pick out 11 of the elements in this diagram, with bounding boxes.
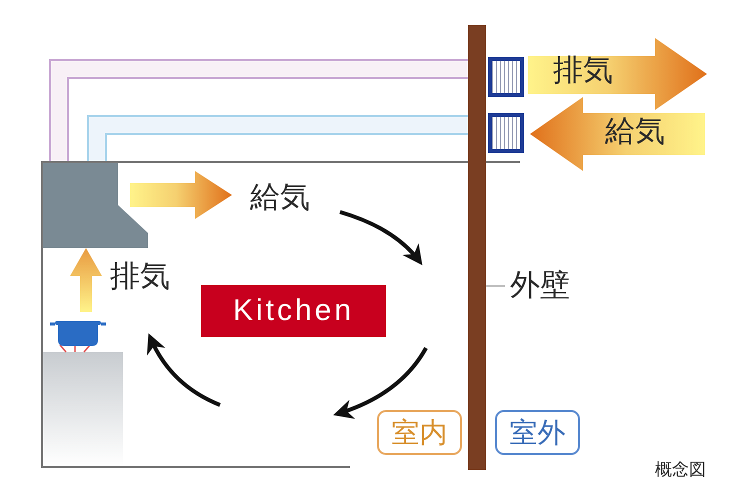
leader-line	[486, 285, 505, 287]
wall-label: 外壁	[505, 268, 575, 304]
outdoor-tag: 室外	[495, 410, 580, 455]
airflow-label: 排気	[110, 262, 170, 292]
title-banner: Kitchen	[201, 285, 386, 337]
airflow-label: 給気	[605, 117, 665, 147]
caption: 概念図	[655, 462, 706, 479]
exterior-wall	[468, 25, 486, 470]
indoor-tag: 室内	[377, 410, 462, 455]
airflow-label: 給気	[250, 183, 310, 213]
airflow-label: 排気	[553, 56, 613, 86]
